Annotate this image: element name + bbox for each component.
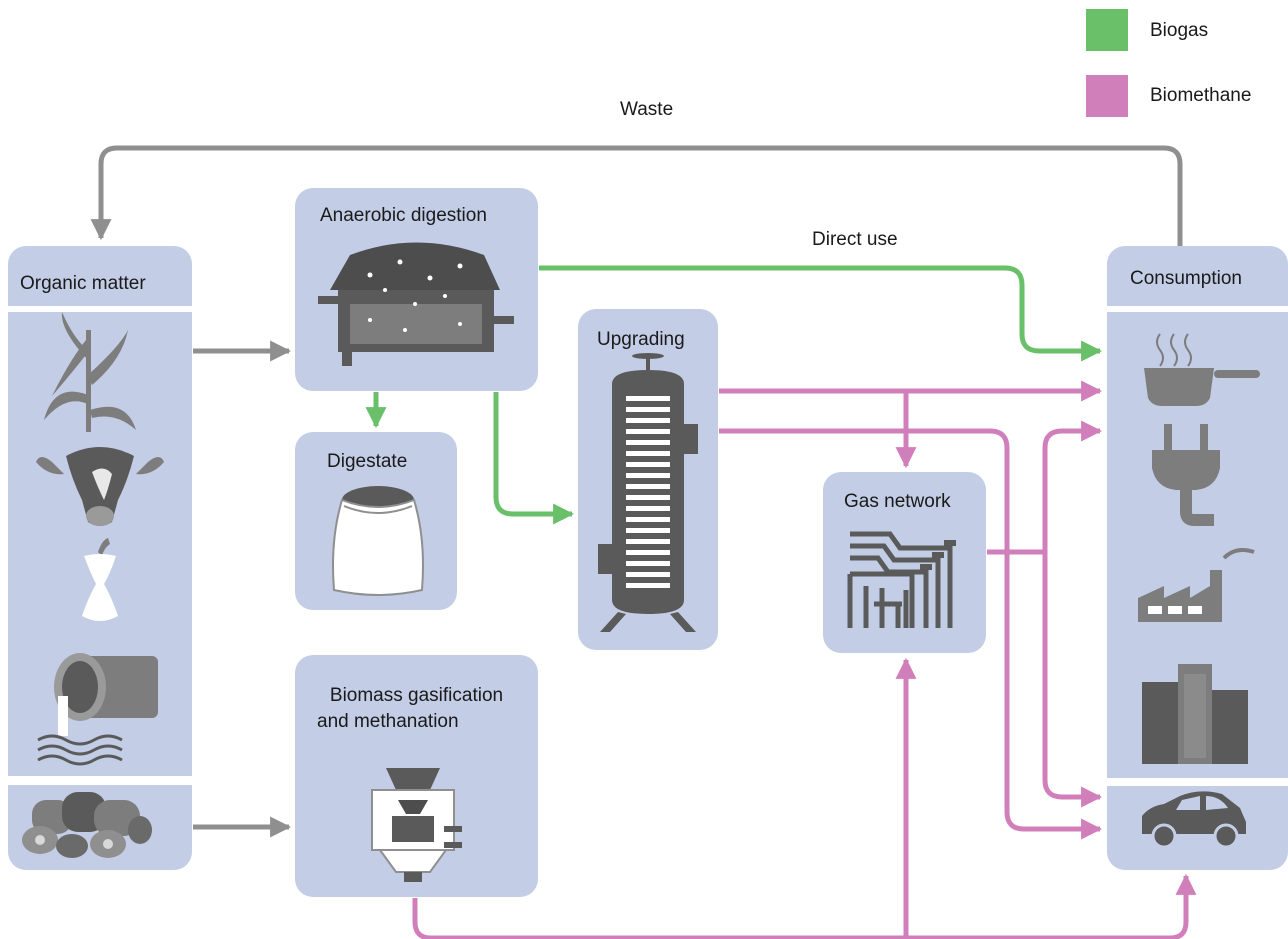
factory-icon — [1138, 548, 1255, 622]
biogas-legend-swatch — [1086, 9, 1128, 51]
gas-network-title: Gas network — [844, 491, 951, 512]
city-buildings-icon — [1142, 664, 1248, 764]
corn-plant-icon — [44, 312, 136, 432]
direct-use-flow-label: Direct use — [812, 229, 898, 250]
gas-pipeline-icon — [847, 531, 953, 628]
digestate-title: Digestate — [327, 451, 408, 472]
waste-arrow — [90, 145, 1183, 246]
direct-use-arrow — [539, 265, 1103, 362]
consumption-box — [1107, 246, 1288, 870]
biomethane-legend-label: Biomethane — [1150, 85, 1252, 106]
biogas-legend-label: Biogas — [1150, 20, 1209, 41]
gas-network-to-consumption-arrow — [987, 420, 1103, 555]
gas-network-to-car-arrow — [1042, 552, 1103, 808]
upgrading-column-trays — [626, 396, 670, 588]
consumption-title: Consumption — [1130, 268, 1242, 289]
fertilizer-sack-icon — [332, 486, 424, 596]
electric-plug-icon — [1152, 424, 1220, 526]
sewage-pipe-icon — [37, 653, 158, 766]
biomass-gasification-title-line1: Biomass gasification — [329, 685, 504, 706]
biomass-gasification-title-line2: and methanation — [317, 711, 459, 732]
apple-core-icon — [82, 538, 118, 621]
digestion-to-upgrading-arrow — [493, 392, 575, 525]
wood-logs-icon — [22, 792, 152, 858]
waste-flow-label: Waste — [620, 99, 674, 120]
upgrading-to-car-arrow — [719, 428, 1103, 840]
cow-icon — [36, 447, 164, 526]
digester-tank-icon — [318, 242, 514, 366]
gasification-to-car-arrow — [412, 873, 1197, 939]
organic-matter-title: Organic matter — [20, 273, 146, 294]
upgrading-title: Upgrading — [597, 329, 685, 350]
car-icon — [1142, 791, 1246, 849]
cooking-pot-icon — [1144, 333, 1260, 406]
gas-pipeline-valves — [920, 540, 956, 570]
gasifier-icon — [371, 768, 462, 882]
biomethane-legend-swatch — [1086, 75, 1128, 117]
upgrading-column-icon — [598, 353, 698, 632]
anaerobic-digestion-title: Anaerobic digestion — [320, 205, 487, 226]
